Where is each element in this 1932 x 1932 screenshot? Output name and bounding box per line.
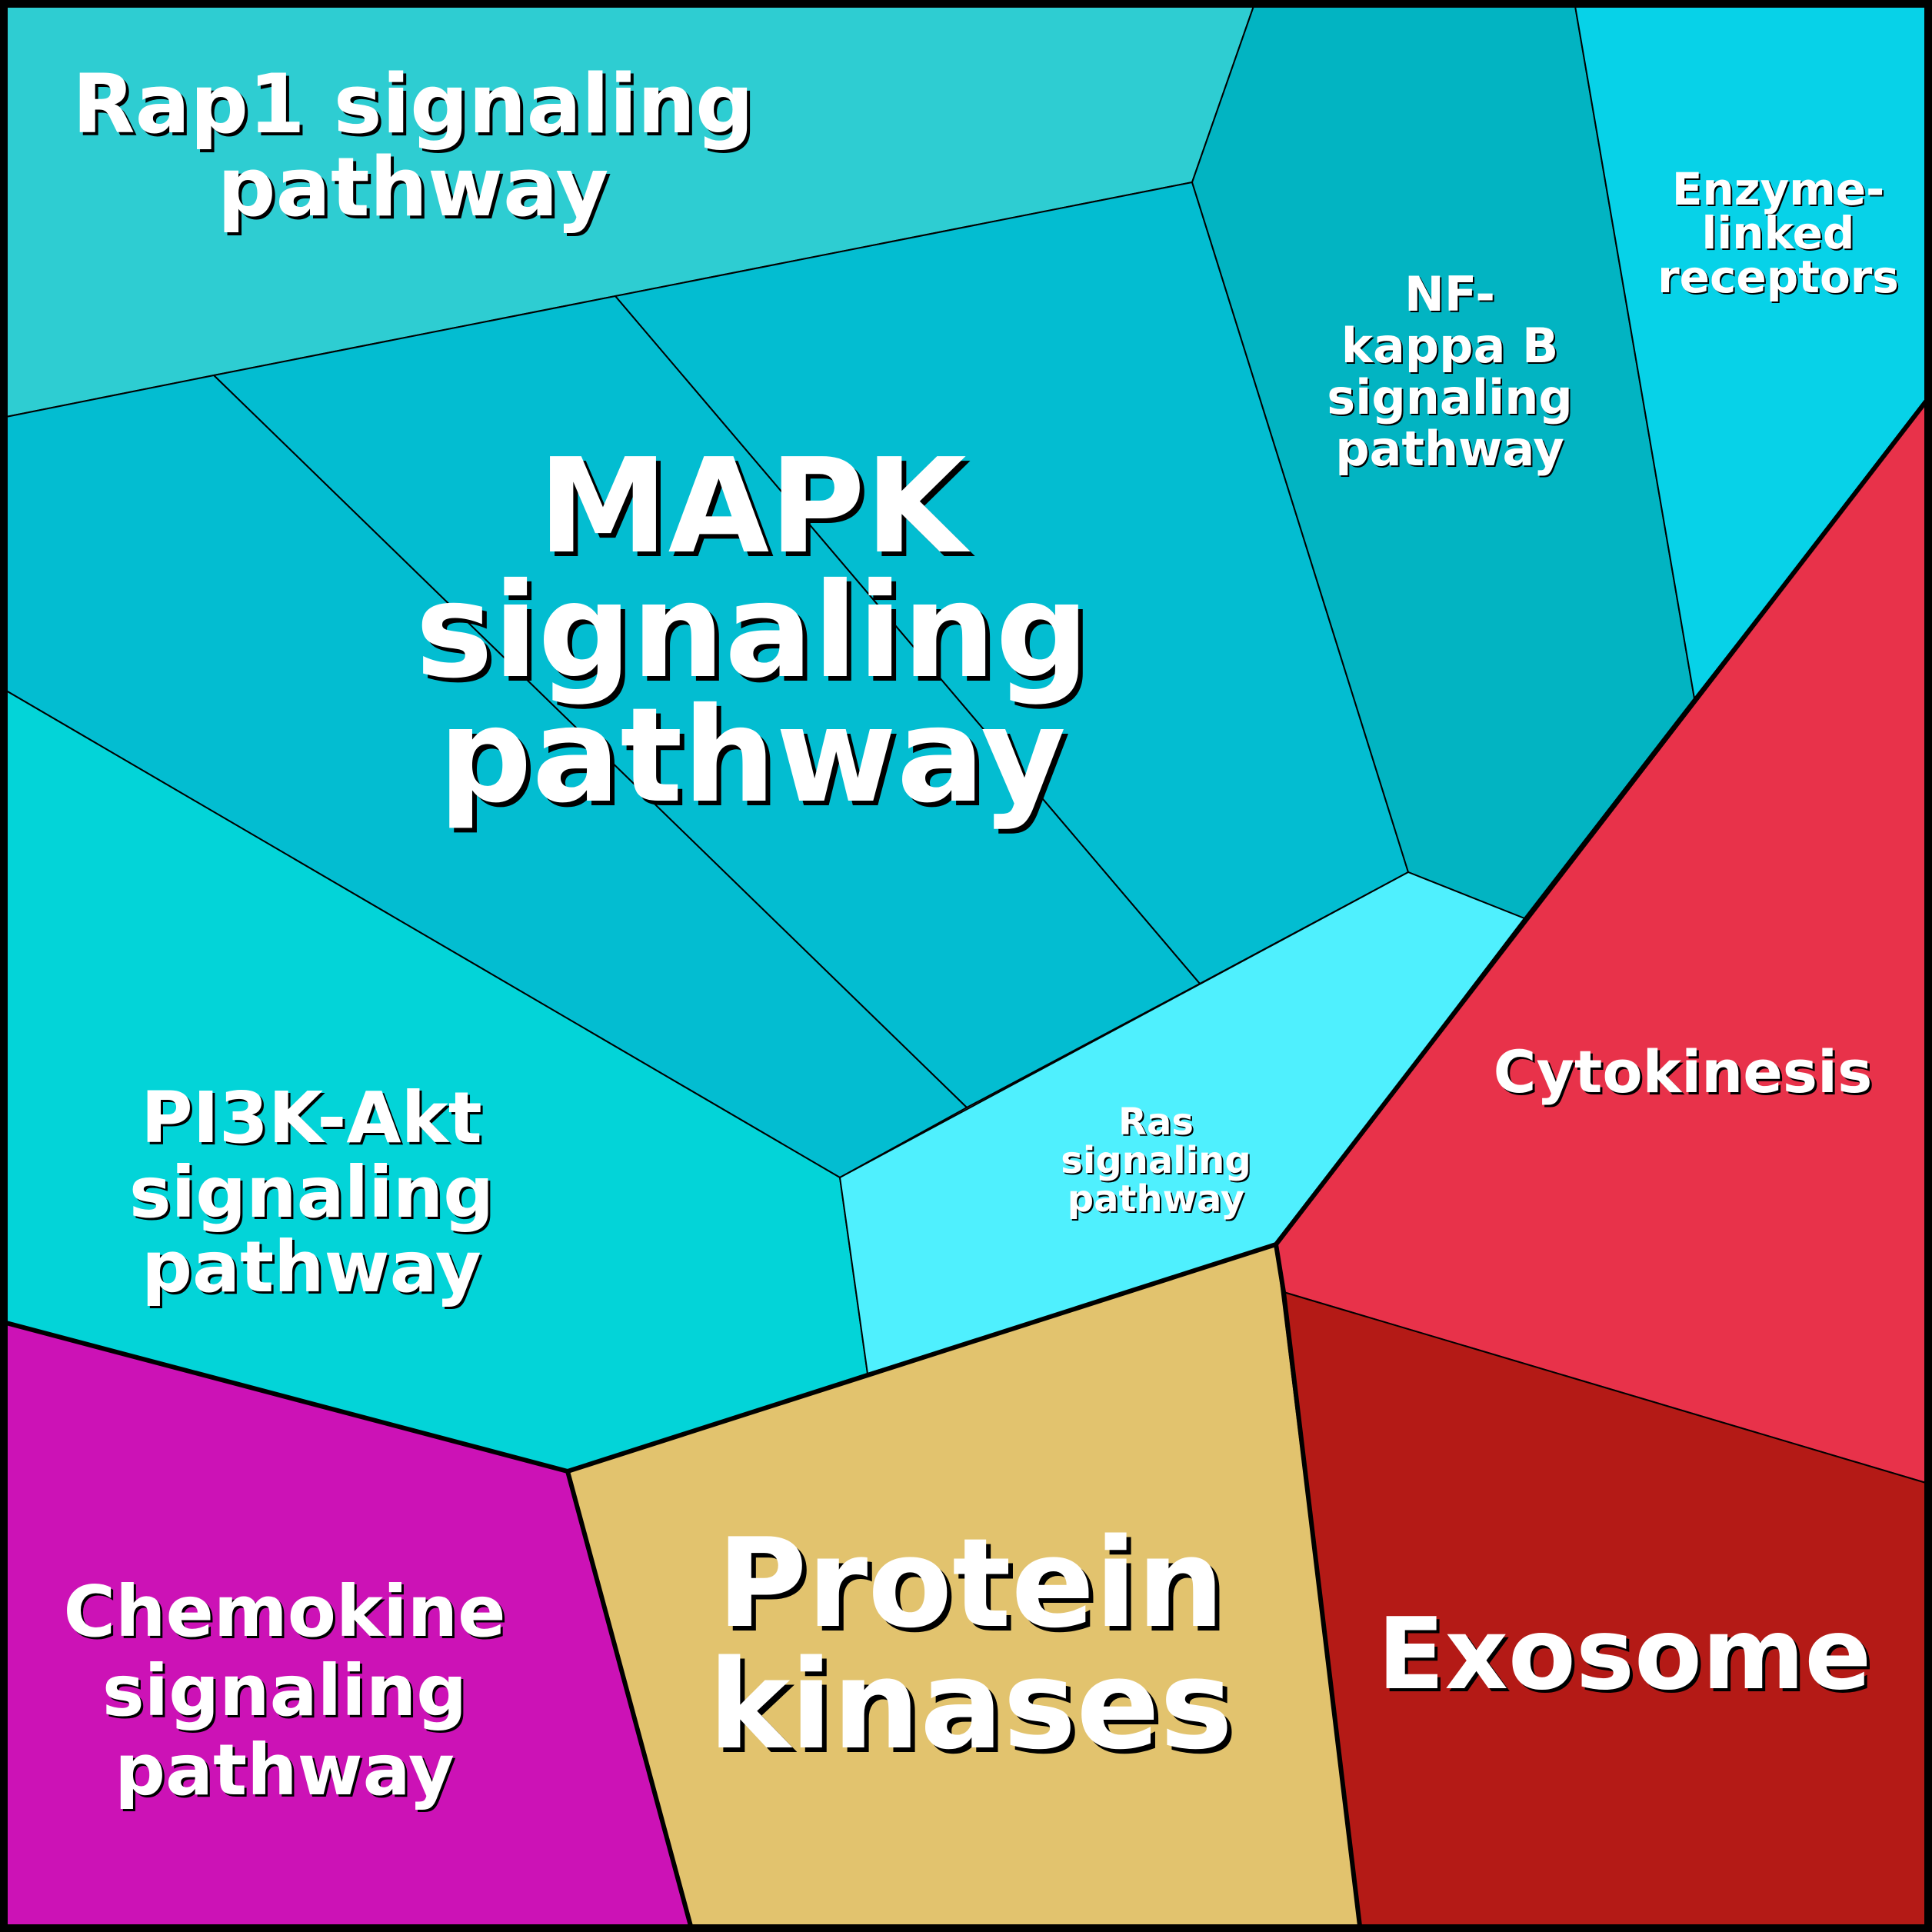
region-label-shadow: PI3K-Akt bbox=[143, 1079, 485, 1161]
region-label-shadow: signaling bbox=[132, 1154, 496, 1236]
region-label-line: signaling bbox=[129, 1151, 494, 1234]
label-pi3k: PI3K-AktPI3K-Aktsignalingsignalingpathwa… bbox=[129, 1077, 496, 1311]
region-label-shadow: Rap1 signaling bbox=[75, 60, 757, 155]
region-label-line: pathway bbox=[218, 140, 609, 235]
region-label-line: receptors bbox=[1657, 251, 1899, 303]
region-label-shadow: Chemokine bbox=[65, 1573, 508, 1655]
region-label-line: linked bbox=[1702, 207, 1855, 259]
region-label-shadow: signaling bbox=[420, 560, 1094, 712]
region-label-shadow: signaling bbox=[1062, 1141, 1252, 1184]
region-label-line: Cytokinesis bbox=[1494, 1038, 1873, 1106]
mapk-inner-edge-2 bbox=[213, 375, 968, 1108]
region-label-line: Ras bbox=[1118, 1101, 1194, 1144]
region-label-shadow: receptors bbox=[1659, 252, 1900, 305]
region-label-line: pathway bbox=[438, 680, 1066, 832]
region-label-shadow: Protein bbox=[721, 1516, 1229, 1660]
region-label-line: signaling bbox=[1061, 1139, 1251, 1182]
region-label-line: pathway bbox=[142, 1226, 481, 1308]
group-boundary-kinases-left bbox=[565, 1469, 693, 1928]
region-label-shadow: pathway bbox=[1069, 1179, 1246, 1222]
region-label-line: signaling bbox=[102, 1650, 467, 1732]
region-label-line: PI3K-Akt bbox=[141, 1077, 482, 1159]
region-label-shadow: pathway bbox=[144, 1228, 484, 1311]
region-label-shadow: kappa B bbox=[1343, 319, 1561, 375]
region-label-shadow: Ras bbox=[1120, 1102, 1195, 1145]
region-label-shadow: pathway bbox=[221, 143, 612, 238]
region-label-shadow: kinases bbox=[713, 1637, 1237, 1781]
region-label-shadow: pathway bbox=[443, 685, 1071, 837]
group-boundary-kinases-right bbox=[1274, 1242, 1362, 1928]
region-label-line: pathway bbox=[1068, 1178, 1244, 1221]
region-label-line: signaling bbox=[1327, 369, 1573, 425]
region-label-shadow: pathway bbox=[1337, 422, 1566, 478]
mapk-inner-edge-1 bbox=[615, 295, 1201, 984]
region-label-line: signaling bbox=[415, 555, 1089, 708]
region-label-line: MAPK bbox=[538, 431, 970, 583]
group-boundary-signaling bbox=[4, 399, 1928, 1474]
region-label-shadow: Enzyme- bbox=[1674, 165, 1886, 217]
region-label-line: Exosome bbox=[1377, 1597, 1871, 1712]
label-chemokine: ChemokineChemokinesignalingsignalingpath… bbox=[63, 1571, 508, 1814]
region-label-line: kinases bbox=[708, 1633, 1233, 1777]
region-label-shadow: Exosome bbox=[1381, 1601, 1874, 1715]
region-label-line: Chemokine bbox=[63, 1571, 505, 1653]
region-label-shadow: signaling bbox=[105, 1652, 469, 1734]
region-label-shadow: MAPK bbox=[542, 435, 974, 588]
region-label-line: Protein bbox=[717, 1511, 1224, 1655]
label-enzyme: Enzyme-Enzyme-linkedlinkedreceptorsrecep… bbox=[1657, 163, 1900, 305]
region-label-line: Rap1 signaling bbox=[72, 57, 754, 152]
region-label-line: pathway bbox=[115, 1729, 455, 1811]
region-label-shadow: NF- bbox=[1406, 268, 1497, 324]
region-label-line: pathway bbox=[1335, 421, 1564, 477]
region-label-shadow: pathway bbox=[117, 1731, 457, 1814]
region-label-shadow: signaling bbox=[1328, 371, 1574, 427]
region-label-shadow: Cytokinesis bbox=[1496, 1040, 1875, 1108]
region-label-line: NF- bbox=[1404, 266, 1495, 322]
region-label-shadow: linked bbox=[1704, 208, 1857, 261]
region-label-line: kappa B bbox=[1341, 318, 1559, 374]
region-label-line: Enzyme- bbox=[1672, 163, 1884, 215]
